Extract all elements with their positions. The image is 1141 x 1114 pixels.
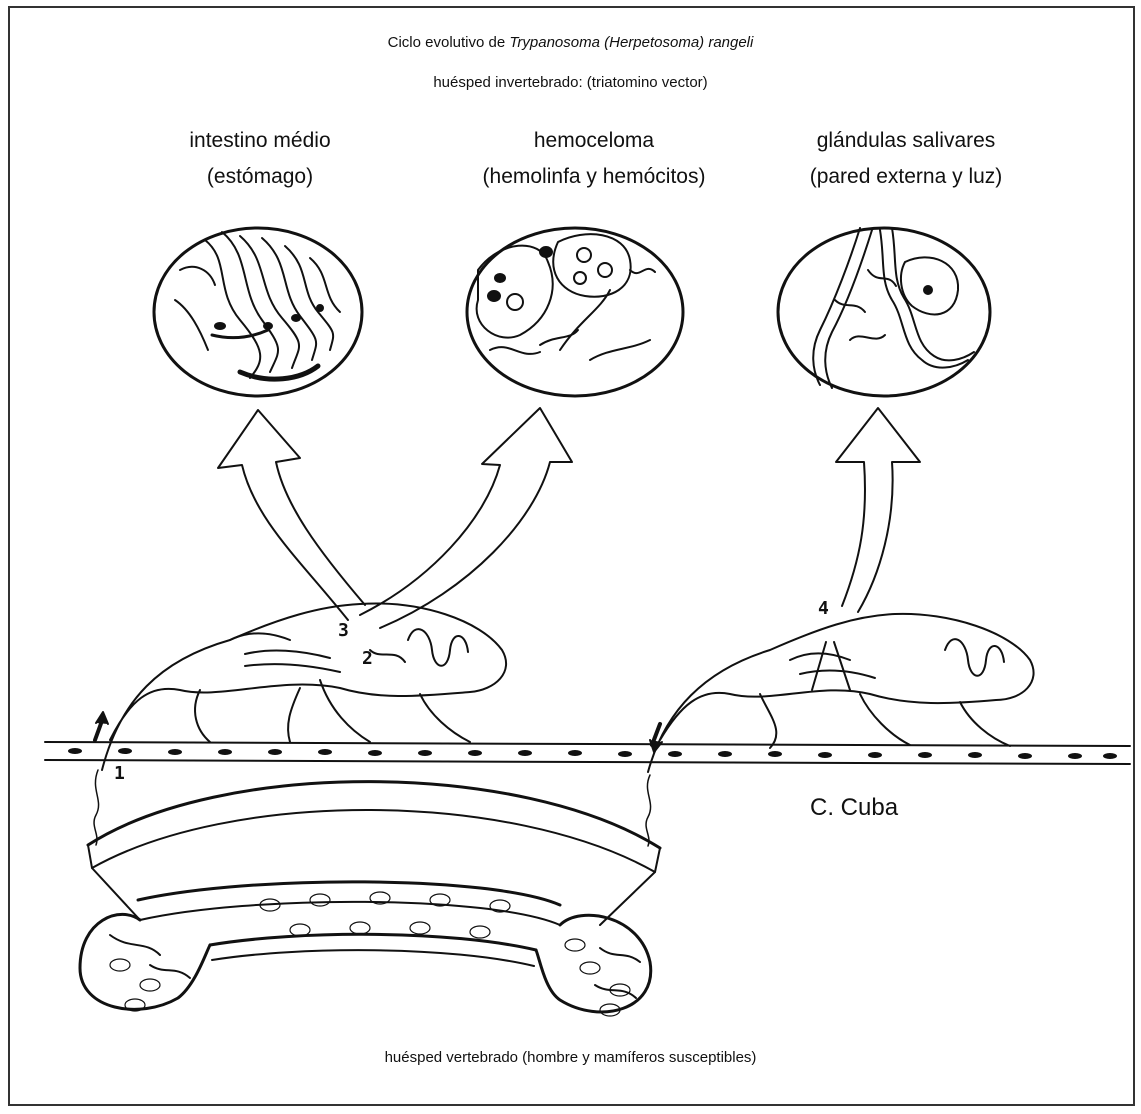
midgut-circle xyxy=(154,228,362,396)
arrow-to-midgut xyxy=(218,410,365,620)
salivary-circle xyxy=(778,228,990,396)
marker-2: 2 xyxy=(362,648,373,669)
vertebrate-vessel xyxy=(80,782,660,1016)
marker-3: 3 xyxy=(338,620,349,641)
marker-1: 1 xyxy=(114,763,125,784)
author-credit: C. Cuba xyxy=(810,794,898,822)
arrow-to-salivary xyxy=(836,408,920,612)
hemocoel-circle xyxy=(467,228,683,396)
diagram-footer: huésped vertebrado (hombre y mamíferos s… xyxy=(0,1049,1141,1066)
marker-4: 4 xyxy=(818,598,829,619)
arrow-to-hemocoel xyxy=(360,408,572,628)
left-triatomine-bug xyxy=(94,603,506,845)
blood-vessel xyxy=(45,742,1130,764)
